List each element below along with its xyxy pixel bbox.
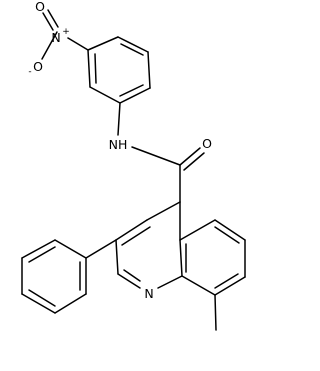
bond bbox=[89, 86, 121, 104]
bond bbox=[87, 36, 119, 51]
bond bbox=[28, 246, 56, 263]
bond bbox=[181, 275, 216, 296]
bond bbox=[157, 275, 183, 289]
bond bbox=[94, 53, 97, 84]
nitro-nitrogen-charge: + bbox=[62, 27, 70, 37]
bond bbox=[214, 226, 240, 244]
bond bbox=[214, 276, 246, 296]
bond bbox=[214, 294, 217, 331]
bond bbox=[87, 49, 91, 88]
amide-nh-label: NH bbox=[109, 137, 128, 152]
bond bbox=[123, 269, 141, 282]
bond bbox=[41, 31, 58, 60]
bond bbox=[117, 102, 121, 136]
bond bbox=[146, 201, 181, 221]
bond bbox=[85, 239, 117, 259]
bond bbox=[121, 226, 151, 246]
bond bbox=[67, 37, 89, 51]
bond bbox=[214, 219, 246, 241]
bond bbox=[119, 87, 151, 104]
quinoline-nitrogen-label: N bbox=[144, 286, 153, 301]
bond bbox=[179, 239, 183, 277]
bond bbox=[21, 293, 56, 314]
bond bbox=[119, 84, 144, 97]
bond bbox=[179, 219, 216, 241]
bond bbox=[54, 293, 87, 314]
bond bbox=[214, 273, 239, 289]
bond bbox=[115, 239, 119, 275]
bond bbox=[21, 239, 56, 259]
bond bbox=[42, 12, 54, 31]
bond bbox=[28, 289, 56, 307]
bond bbox=[183, 152, 205, 171]
bond-lines bbox=[21, 9, 246, 331]
bond bbox=[147, 51, 151, 89]
nitro-oxygen-minus-label: O bbox=[33, 59, 43, 74]
bond bbox=[117, 36, 149, 53]
bond bbox=[54, 239, 87, 259]
bond bbox=[179, 147, 201, 166]
bond bbox=[120, 43, 144, 56]
atom-labels: N + O - O NH O N bbox=[28, 0, 212, 301]
bond bbox=[115, 219, 148, 241]
nitro-oxygen-label: O bbox=[35, 0, 45, 14]
nitro-oxygen-charge: - bbox=[28, 67, 31, 77]
bond bbox=[131, 146, 181, 166]
bond bbox=[47, 9, 59, 28]
molecule-diagram: N + O - O NH O N bbox=[21, 0, 246, 331]
nitro-nitrogen-label: N bbox=[51, 30, 60, 45]
carbonyl-oxygen-label: O bbox=[202, 136, 212, 151]
bond bbox=[117, 273, 141, 289]
